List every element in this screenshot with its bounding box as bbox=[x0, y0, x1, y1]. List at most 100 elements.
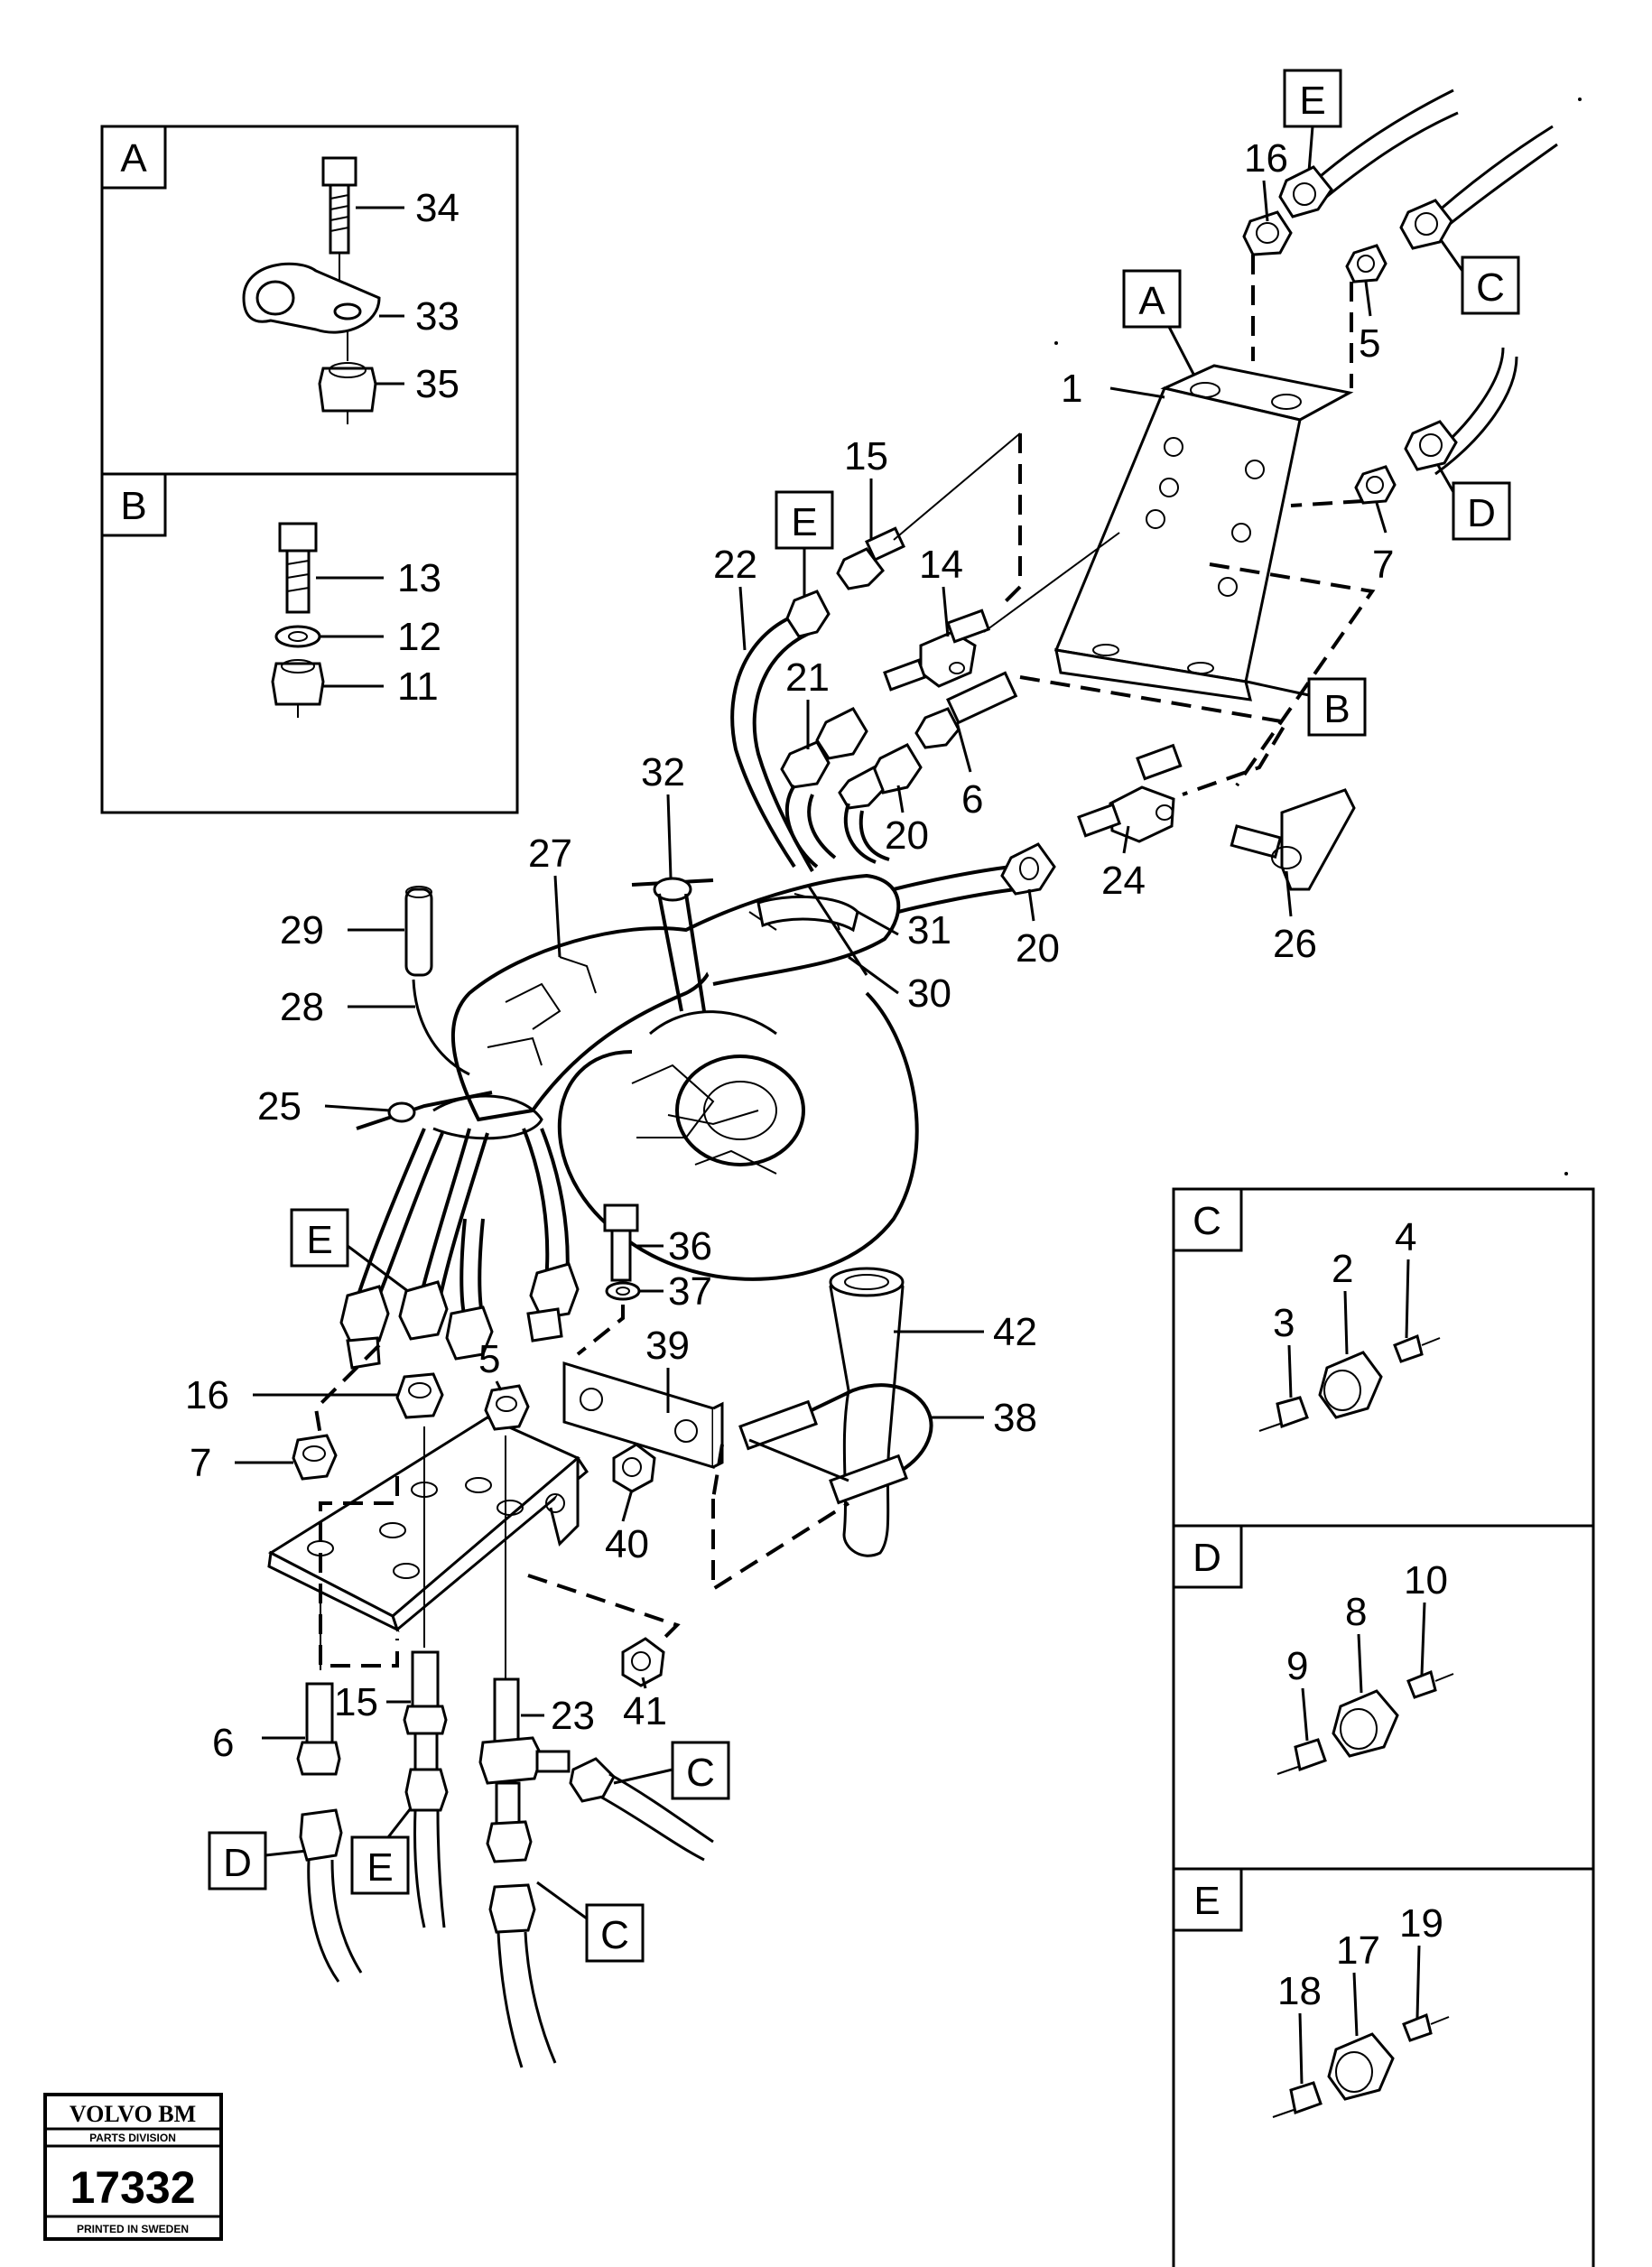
tee-24-icon bbox=[1077, 743, 1183, 843]
inset-a-tag-box bbox=[100, 125, 167, 190]
stamp-division: PARTS DIVISION bbox=[89, 2132, 176, 2144]
pipe-42-icon bbox=[829, 1267, 905, 1557]
label-38: 38 bbox=[993, 1396, 1037, 1440]
speck bbox=[1578, 98, 1582, 101]
fitting-c-top-icon bbox=[1399, 199, 1453, 250]
label-5-top: 5 bbox=[1359, 321, 1380, 366]
fitting-e-icon bbox=[1272, 2012, 1450, 2118]
fitting-c-icon bbox=[1258, 1333, 1441, 1432]
nut-35-icon bbox=[318, 362, 377, 424]
speck bbox=[1054, 341, 1058, 345]
inset-a-tag: A bbox=[120, 136, 147, 181]
u-bolt-38-icon bbox=[738, 1383, 933, 1505]
label-36: 36 bbox=[668, 1224, 712, 1268]
bolt-36-icon bbox=[603, 1203, 639, 1282]
cable-28-icon bbox=[412, 979, 470, 1076]
dashed-guides-upper bbox=[1000, 255, 1376, 796]
label-31: 31 bbox=[907, 908, 951, 952]
svg-text:C: C bbox=[1476, 265, 1505, 310]
stamp-printed: PRINTED IN SWEDEN bbox=[77, 2223, 189, 2235]
clip-32-icon bbox=[631, 877, 714, 1012]
label-27: 27 bbox=[528, 832, 572, 876]
label-20-b: 20 bbox=[1016, 926, 1060, 971]
label-24: 24 bbox=[1101, 859, 1146, 903]
label-20-a: 20 bbox=[885, 813, 929, 858]
fitting-6-bottom-icon bbox=[296, 1682, 363, 1983]
inset-c: C 3 2 4 bbox=[1172, 1187, 1441, 1432]
inset-frame-cde bbox=[1172, 1187, 1595, 2267]
inset-d-tag: D bbox=[1193, 1536, 1221, 1580]
label-41: 41 bbox=[623, 1689, 667, 1733]
label-40: 40 bbox=[605, 1522, 649, 1566]
stamp-brand: VOLVO BM bbox=[70, 2101, 196, 2127]
svg-text:E: E bbox=[367, 1845, 393, 1890]
fitting-e-top-icon bbox=[1278, 165, 1333, 218]
bolt-34-icon bbox=[321, 156, 357, 255]
svg-text:A: A bbox=[1138, 279, 1165, 323]
label-2: 2 bbox=[1332, 1247, 1353, 1291]
label-19: 19 bbox=[1399, 1901, 1443, 1946]
label-7-top: 7 bbox=[1372, 543, 1394, 587]
fitting-20-right-icon bbox=[1000, 842, 1056, 896]
washer-12-icon bbox=[274, 625, 321, 648]
callout-e-mid: E bbox=[775, 490, 834, 596]
callout-e-top: E bbox=[1283, 69, 1342, 172]
fitting-d-icon bbox=[1276, 1669, 1454, 1775]
nut-7-top-icon bbox=[1354, 465, 1397, 505]
callout-a-bracket: A bbox=[1122, 269, 1198, 380]
label-9: 9 bbox=[1286, 1644, 1308, 1688]
lower-hose-fittings bbox=[339, 1262, 580, 1370]
label-16-bottom: 16 bbox=[185, 1373, 229, 1417]
inset-b-tag: B bbox=[120, 484, 146, 528]
label-28: 28 bbox=[280, 985, 324, 1029]
inset-b-tag-box bbox=[100, 472, 167, 537]
svg-text:E: E bbox=[306, 1218, 332, 1262]
callout-e-left: E bbox=[290, 1208, 421, 1302]
pipe-c-bottom bbox=[569, 1757, 714, 1862]
hose-group-middle bbox=[784, 784, 1016, 914]
label-6-bottom: 6 bbox=[212, 1721, 234, 1765]
nut-5-top-icon bbox=[1345, 244, 1387, 283]
label-11: 11 bbox=[397, 664, 439, 709]
washer-37-icon bbox=[605, 1281, 641, 1301]
label-7-bottom: 7 bbox=[190, 1441, 211, 1485]
inset-e: E 18 17 19 bbox=[1172, 1867, 1450, 2118]
label-25: 25 bbox=[257, 1084, 302, 1129]
label-21: 21 bbox=[785, 655, 830, 700]
bolt-13-icon bbox=[278, 522, 318, 614]
callout-d-bottom: D bbox=[208, 1831, 308, 1891]
cable-tie-25-icon bbox=[356, 1091, 543, 1140]
svg-text:B: B bbox=[1323, 687, 1350, 731]
fitting-d-top-icon bbox=[1404, 420, 1458, 471]
label-15-bottom: 15 bbox=[334, 1680, 378, 1724]
label-4: 4 bbox=[1395, 1215, 1416, 1259]
nut-41-icon bbox=[621, 1637, 665, 1687]
coiled-hose-harness bbox=[450, 873, 919, 1281]
svg-text:C: C bbox=[600, 1913, 629, 1957]
svg-text:E: E bbox=[791, 500, 817, 544]
inset-e-tag: E bbox=[1193, 1879, 1220, 1923]
fitting-6-mid-icon bbox=[914, 671, 1018, 749]
label-5-bottom: 5 bbox=[478, 1337, 500, 1381]
label-8: 8 bbox=[1345, 1590, 1367, 1634]
clamp-33-icon bbox=[242, 262, 381, 334]
svg-text:D: D bbox=[223, 1841, 252, 1885]
callout-c-bottom: C bbox=[536, 1881, 645, 1963]
label-3: 3 bbox=[1273, 1301, 1295, 1345]
label-33: 33 bbox=[415, 294, 459, 339]
inset-b: B 13 12 11 bbox=[100, 472, 441, 718]
volvo-bm-stamp: VOLVO BM PARTS DIVISION 17332 PRINTED IN… bbox=[43, 2093, 223, 2241]
fitting-15-top-icon bbox=[836, 526, 906, 590]
label-13: 13 bbox=[397, 556, 441, 600]
callout-d-right: D bbox=[1434, 460, 1511, 541]
fitting-21-icon bbox=[780, 707, 868, 789]
stamp-number: 17332 bbox=[70, 2162, 195, 2213]
label-39: 39 bbox=[645, 1324, 690, 1368]
label-10: 10 bbox=[1404, 1558, 1448, 1603]
label-6-mid: 6 bbox=[961, 777, 983, 822]
label-15-top: 15 bbox=[844, 434, 888, 478]
nut-16-top-icon bbox=[1242, 210, 1293, 256]
inset-c-tag: C bbox=[1193, 1199, 1221, 1243]
tee-23-icon bbox=[478, 1677, 571, 2068]
label-18: 18 bbox=[1277, 1969, 1322, 2013]
